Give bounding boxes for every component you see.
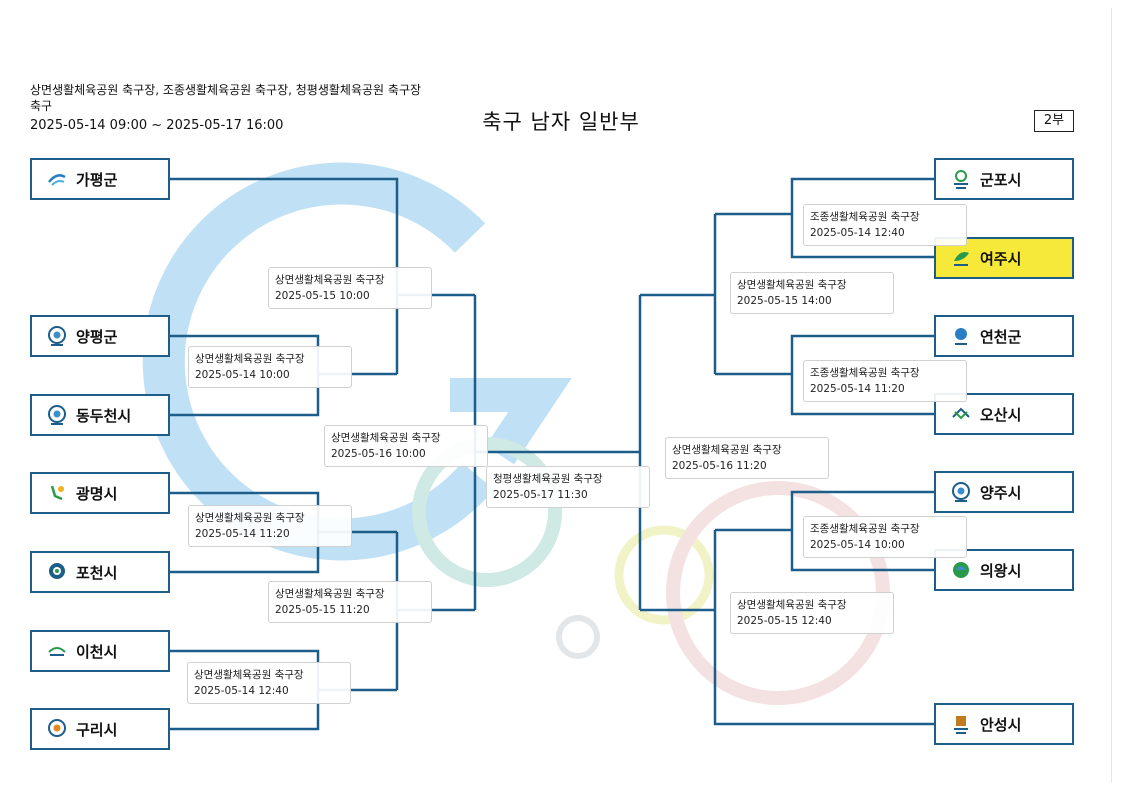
division-badge: 2부 bbox=[1034, 110, 1074, 132]
match-time: 2025-05-14 11:20 bbox=[195, 528, 290, 540]
team-name: 여주시 bbox=[980, 249, 1022, 268]
match-l3: 상면생활체육공원 축구장 2025-05-16 10:00 bbox=[324, 425, 488, 467]
match-final: 청평생활체육공원 축구장 2025-05-17 11:30 bbox=[486, 466, 650, 508]
team-name: 군포시 bbox=[980, 170, 1022, 189]
team-yangju: 양주시 bbox=[934, 471, 1074, 513]
match-venue: 상면생활체육공원 축구장 bbox=[331, 432, 441, 444]
ring-gray bbox=[556, 615, 600, 659]
guri-emblem-icon bbox=[48, 719, 66, 737]
match-time: 2025-05-14 12:40 bbox=[194, 685, 289, 697]
team-name: 이천시 bbox=[76, 642, 118, 661]
match-l1-b: 상면생활체육공원 축구장 2025-05-14 11:20 bbox=[188, 505, 352, 547]
team-name: 의왕시 bbox=[980, 561, 1022, 580]
match-l2-b: 상면생활체육공원 축구장 2025-05-15 11:20 bbox=[268, 581, 432, 623]
gapyeong-emblem-icon bbox=[48, 174, 66, 186]
yeoncheon-emblem-icon bbox=[955, 328, 967, 345]
yangju-emblem-icon bbox=[952, 482, 970, 502]
match-r1-c: 조종생활체육공원 축구장 2025-05-14 10:00 bbox=[803, 516, 967, 558]
team-pocheon: 포천시 bbox=[30, 551, 170, 593]
team-icheon: 이천시 bbox=[30, 630, 170, 672]
team-yeoncheon: 연천군 bbox=[934, 315, 1074, 357]
match-time: 2025-05-15 12:40 bbox=[737, 615, 832, 627]
team-name: 양평군 bbox=[76, 327, 118, 346]
team-gapyeong: 가평군 bbox=[30, 158, 170, 200]
team-guri: 구리시 bbox=[30, 708, 170, 750]
gunpo-emblem-icon bbox=[954, 170, 968, 189]
match-r3: 상면생활체육공원 축구장 2025-05-16 11:20 bbox=[665, 437, 829, 479]
match-venue: 조종생활체육공원 축구장 bbox=[810, 523, 920, 535]
line-r1-c bbox=[790, 490, 934, 572]
team-name: 동두천시 bbox=[76, 406, 132, 425]
match-r1-a: 조종생활체육공원 축구장 2025-05-14 12:40 bbox=[803, 204, 967, 246]
team-name: 양주시 bbox=[980, 483, 1022, 502]
match-time: 2025-05-16 10:00 bbox=[331, 448, 426, 460]
venues-line: 상면생활체육공원 축구장, 조종생활체육공원 축구장, 청평생활체육공원 축구장 bbox=[30, 83, 422, 97]
team-gwangmyeong: 광명시 bbox=[30, 472, 170, 514]
match-l1-c: 상면생활체육공원 축구장 2025-05-14 12:40 bbox=[187, 662, 351, 704]
pocheon-emblem-icon bbox=[49, 563, 65, 579]
team-name: 안성시 bbox=[980, 715, 1022, 734]
dongducheon-emblem-icon bbox=[48, 405, 66, 425]
team-name: 광명시 bbox=[76, 484, 118, 503]
yeoju-emblem-icon bbox=[954, 252, 969, 266]
match-time: 2025-05-14 12:40 bbox=[810, 227, 905, 239]
icheon-emblem-icon bbox=[48, 647, 66, 656]
match-r2-a: 상면생활체육공원 축구장 2025-05-15 14:00 bbox=[730, 272, 894, 314]
match-venue: 청평생활체육공원 축구장 bbox=[493, 473, 603, 485]
match-venue: 상면생활체육공원 축구장 bbox=[194, 669, 304, 681]
match-venue: 상면생활체육공원 축구장 bbox=[737, 279, 847, 291]
team-name: 가평군 bbox=[76, 170, 118, 189]
match-time: 2025-05-15 10:00 bbox=[275, 290, 370, 302]
emblem-bar bbox=[450, 378, 572, 465]
match-venue: 상면생활체육공원 축구장 bbox=[275, 588, 385, 600]
match-venue: 상면생활체육공원 축구장 bbox=[195, 353, 305, 365]
match-venue: 상면생활체육공원 축구장 bbox=[195, 512, 305, 524]
team-yangpyeong: 양평군 bbox=[30, 315, 170, 357]
match-r2-b: 상면생활체육공원 축구장 2025-05-15 12:40 bbox=[730, 592, 894, 634]
uiwang-emblem-icon bbox=[953, 562, 969, 578]
page-title: 축구 남자 일반부 bbox=[482, 110, 640, 134]
page-edge bbox=[1111, 8, 1112, 783]
match-time: 2025-05-15 14:00 bbox=[737, 295, 832, 307]
emblem-arc bbox=[142, 162, 495, 561]
match-time: 2025-05-14 11:20 bbox=[810, 383, 905, 395]
match-time: 2025-05-14 10:00 bbox=[195, 369, 290, 381]
match-l2-a: 상면생활체육공원 축구장 2025-05-15 10:00 bbox=[268, 267, 432, 309]
match-r1-b: 조종생활체육공원 축구장 2025-05-14 11:20 bbox=[803, 360, 967, 402]
gwangmyeong-emblem-icon bbox=[50, 485, 64, 501]
team-dongducheon: 동두천시 bbox=[30, 394, 170, 436]
line-r1-b bbox=[790, 334, 934, 416]
line-r2-b bbox=[713, 530, 934, 726]
match-venue: 상면생활체육공원 축구장 bbox=[737, 599, 847, 611]
yangpyeong-emblem-icon bbox=[48, 326, 66, 346]
ring-yellow bbox=[614, 525, 714, 625]
team-name: 포천시 bbox=[76, 563, 118, 582]
match-time: 2025-05-16 11:20 bbox=[672, 460, 767, 472]
match-venue: 상면생활체육공원 축구장 bbox=[275, 274, 385, 286]
team-name: 오산시 bbox=[980, 405, 1022, 424]
match-venue: 조종생활체육공원 축구장 bbox=[810, 211, 920, 223]
match-l1-a: 상면생활체육공원 축구장 2025-05-14 10:00 bbox=[188, 346, 352, 388]
team-name: 연천군 bbox=[980, 327, 1022, 346]
match-venue: 조종생활체육공원 축구장 bbox=[810, 367, 920, 379]
match-time: 2025-05-17 11:30 bbox=[493, 489, 588, 501]
team-gunpo: 군포시 bbox=[934, 158, 1074, 200]
sport-line: 축구 bbox=[30, 99, 53, 113]
match-time: 2025-05-15 11:20 bbox=[275, 604, 370, 616]
osan-emblem-icon bbox=[952, 407, 970, 420]
match-time: 2025-05-14 10:00 bbox=[810, 539, 905, 551]
team-anseong: 안성시 bbox=[934, 703, 1074, 745]
team-uiwang: 의왕시 bbox=[934, 549, 1074, 591]
line-r1-a bbox=[790, 177, 934, 259]
anseong-emblem-icon bbox=[954, 716, 968, 734]
date-range: 2025-05-14 09:00 ~ 2025-05-17 16:00 bbox=[30, 118, 284, 133]
match-venue: 상면생활체육공원 축구장 bbox=[672, 444, 782, 456]
line-l2-a bbox=[170, 177, 399, 374]
team-name: 구리시 bbox=[76, 720, 118, 739]
